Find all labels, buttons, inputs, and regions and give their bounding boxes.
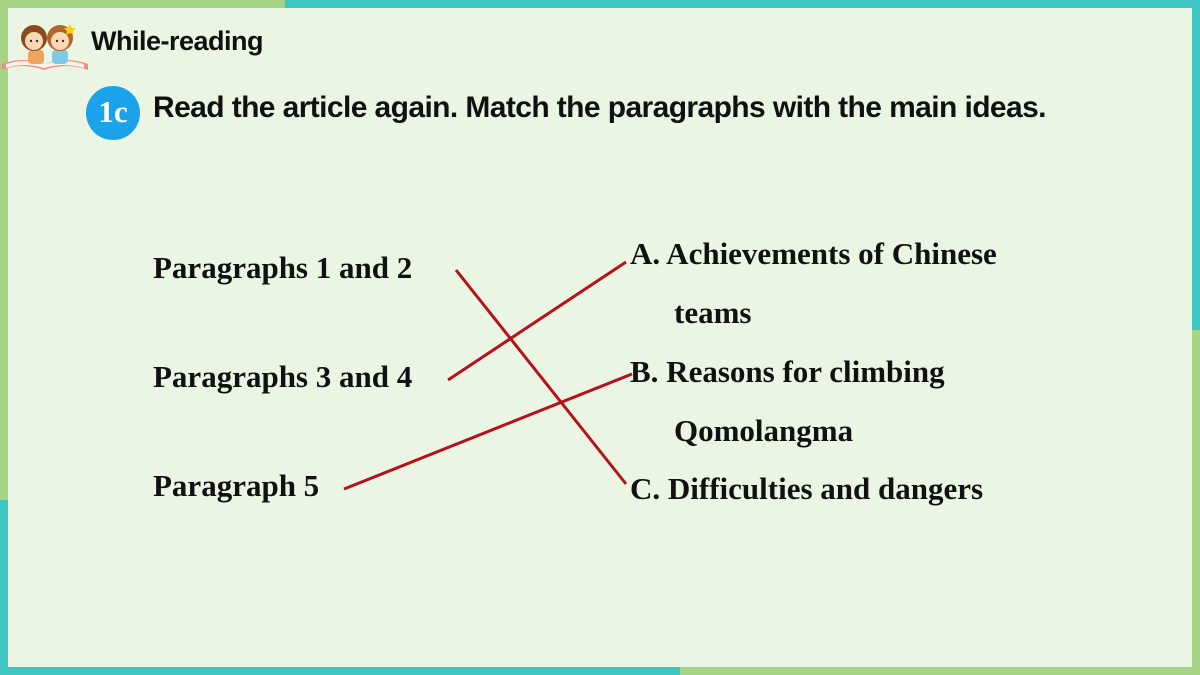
reading-kids-icon	[2, 24, 88, 70]
exercise-instruction: Read the article again. Match the paragr…	[153, 91, 1047, 124]
paragraph-item-1[interactable]: Paragraphs 1 and 2	[153, 250, 413, 285]
border-stripe-right-top	[1192, 0, 1200, 330]
idea-a-line-2[interactable]: teams	[674, 295, 752, 330]
border-stripe-right-bottom	[1192, 330, 1200, 675]
border-stripe-bottom-left	[0, 667, 680, 675]
border-stripe-left-bottom	[0, 500, 8, 675]
border-stripe-top-right	[285, 0, 1200, 8]
exercise-badge: 1c	[86, 86, 140, 140]
idea-b-line-2[interactable]: Qomolangma	[674, 413, 854, 448]
idea-a-line-1[interactable]: A. Achievements of Chinese	[630, 236, 997, 271]
border-stripe-top-left	[0, 0, 285, 8]
idea-c-line-1[interactable]: C. Difficulties and dangers	[630, 471, 984, 506]
border-stripe-left-top	[0, 0, 8, 500]
paragraph-item-3[interactable]: Paragraph 5	[153, 468, 320, 503]
idea-b-line-1[interactable]: B. Reasons for climbing	[630, 354, 945, 389]
section-label: While-reading	[91, 26, 264, 56]
paragraph-item-2[interactable]: Paragraphs 3 and 4	[153, 359, 413, 394]
border-stripe-bottom-right	[680, 667, 1200, 675]
